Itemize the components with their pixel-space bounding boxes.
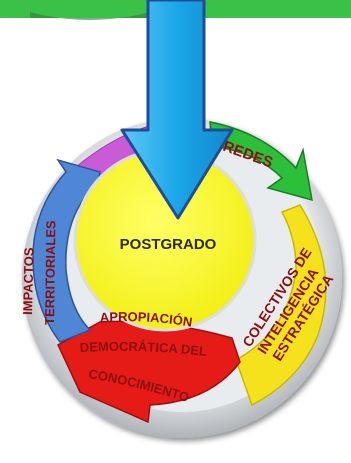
impactos-label-line2: TERRITORIALES [42,220,58,325]
center-label: POSTGRADO [120,236,217,253]
down-arrow [120,0,234,220]
segment-redes [209,121,313,202]
segment-apropiacion [57,320,241,424]
top-banner-shadow [30,12,150,20]
impactos-label-line1: IMPACTOS [20,247,37,315]
segment-colectivos [235,204,327,407]
segment-impactos [32,158,101,343]
svg-text:IMPACTOS: IMPACTOS [20,247,37,315]
svg-text:TERRITORIALES: TERRITORIALES [42,220,58,325]
